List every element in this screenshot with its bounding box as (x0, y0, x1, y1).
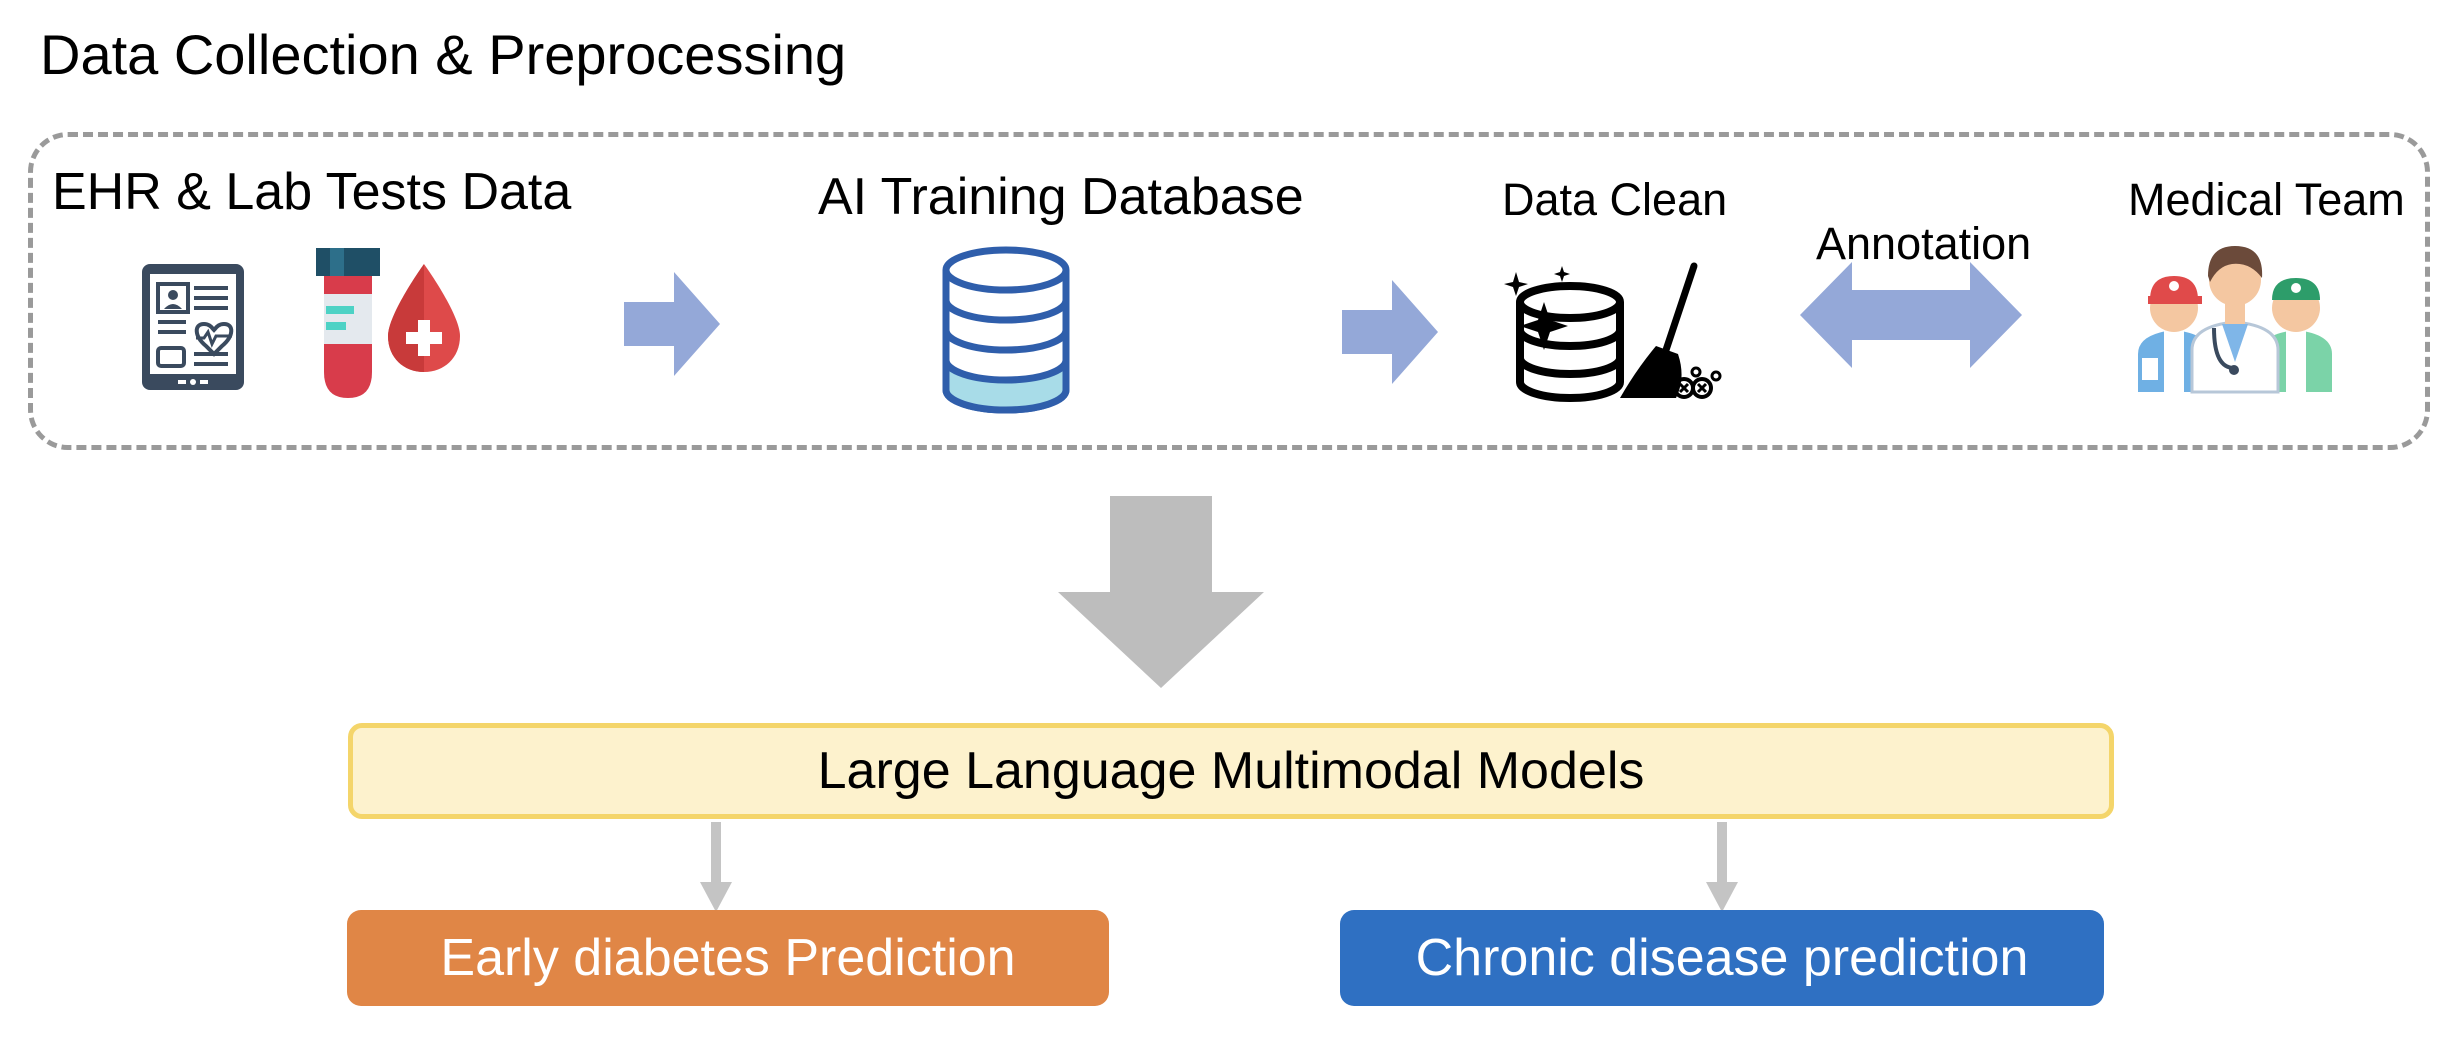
medical-team-label: Medical Team (2128, 174, 2405, 225)
annotation-double-arrow (1800, 262, 2022, 368)
small-arrow-to-chronic (1706, 822, 1738, 912)
broom-icon (1620, 262, 1722, 399)
flow-arrow-2 (1342, 280, 1438, 384)
data-clean-label: Data Clean (1502, 174, 1728, 225)
medical-team-icon (2138, 246, 2332, 394)
chronic-disease-label: Chronic disease prediction (1415, 929, 2029, 987)
test-tube-icon (316, 248, 380, 398)
tablet-record-icon (142, 264, 244, 390)
ai-training-database-label: AI Training Database (818, 168, 1304, 226)
ehr-lab-label: EHR & Lab Tests Data (52, 163, 572, 221)
llm-label: Large Language Multimodal Models (817, 742, 1645, 800)
database-clean-icon (1504, 266, 1624, 402)
database-icon (942, 246, 1070, 414)
early-diabetes-label: Early diabetes Prediction (440, 929, 1016, 987)
llm-box: Large Language Multimodal Models (348, 723, 2114, 819)
blood-drop-icon (388, 264, 460, 372)
small-arrow-to-diabetes (700, 822, 732, 912)
main-down-arrow (1058, 496, 1264, 688)
annotation-label: Annotation (1816, 218, 2032, 269)
flow-arrow-1 (624, 272, 720, 376)
chronic-disease-box: Chronic disease prediction (1340, 910, 2104, 1006)
preprocessing-group-box (28, 132, 2430, 450)
section-title: Data Collection & Preprocessing (40, 23, 847, 86)
early-diabetes-box: Early diabetes Prediction (347, 910, 1109, 1006)
